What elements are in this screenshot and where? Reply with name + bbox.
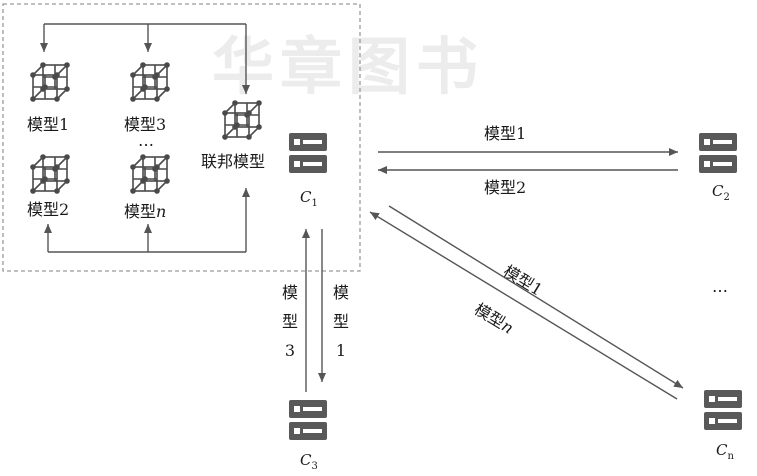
- model-n-label: 模型n: [124, 202, 167, 221]
- arrow-c1-to-cn: [388, 205, 684, 389]
- model-2-label: 模型2: [27, 200, 70, 219]
- aggregation-lines: [44, 188, 250, 253]
- client-c3-label: C3: [300, 451, 318, 472]
- client-c1-boundary: [2, 3, 361, 272]
- clients-ellipsis: …: [712, 277, 728, 296]
- federated-model-icon: [221, 99, 263, 141]
- arrow-cn-to-c1: [369, 211, 678, 400]
- model-n-icon: [129, 153, 171, 195]
- link-c1-c2-top-label: 模型1: [484, 124, 527, 143]
- model-2-icon: [29, 153, 71, 195]
- client-cn-label: Cn: [716, 441, 734, 462]
- client-c2-label: C2: [712, 182, 730, 203]
- server-c3-icon: [289, 400, 327, 440]
- server-c1-icon: [289, 133, 327, 173]
- model-1-label: 模型1: [27, 115, 70, 134]
- server-cn-icon: [704, 390, 742, 430]
- client-c1-label: C1: [300, 188, 318, 209]
- server-c2-icon: [699, 133, 737, 173]
- federated-model-label: 联邦模型: [201, 152, 266, 171]
- models-ellipsis: …: [138, 131, 154, 150]
- link-c1-c2-bottom-label: 模型2: [484, 178, 527, 197]
- model-3-icon: [129, 61, 171, 103]
- model-3-label: 模型3: [124, 115, 167, 134]
- watermark: 华章图书: [212, 30, 485, 103]
- model-1-icon: [29, 61, 71, 103]
- distribution-lines: [40, 23, 250, 94]
